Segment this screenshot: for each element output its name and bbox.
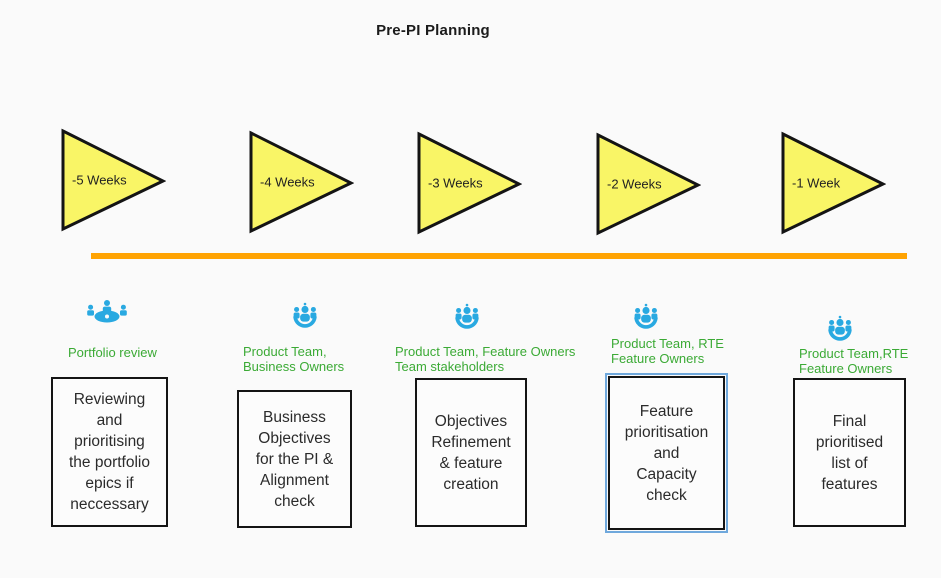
meeting-group-icon (453, 303, 481, 332)
week-label-2: -4 Weeks (260, 174, 315, 190)
week-label-1: -5 Weeks (72, 172, 127, 188)
attendees-label-3: Product Team, Feature Owners Team stakeh… (395, 344, 576, 374)
right-arrow-triangle-icon (596, 132, 702, 236)
activity-text-3: Objectives Refinement & feature creation (431, 412, 511, 493)
right-arrow-triangle-icon (249, 130, 355, 234)
activity-text-2: Business Objectives for the PI & Alignme… (255, 408, 334, 510)
milestone-arrow-3: -3 Weeks (416, 131, 523, 235)
page-title: Pre-PI Planning (376, 22, 490, 39)
activity-box-2: Business Objectives for the PI & Alignme… (237, 390, 352, 528)
activity-text-1: Reviewing and prioritising the portfolio… (69, 391, 150, 513)
attendees-label-5: Product Team,RTE Feature Owners (799, 346, 909, 376)
activity-box-1: Reviewing and prioritising the portfolio… (51, 377, 168, 527)
meeting-group-icon (632, 303, 660, 332)
milestone-arrow-1: -5 Weeks (60, 128, 167, 232)
timeline-line (91, 253, 907, 259)
week-label-3: -3 Weeks (428, 175, 483, 191)
activity-box-3: Objectives Refinement & feature creation (415, 378, 527, 527)
activity-box-4: Feature prioritisation and Capacity chec… (605, 373, 728, 533)
right-arrow-triangle-icon (61, 128, 167, 232)
attendees-label-4: Product Team, RTE Feature Owners (611, 336, 724, 366)
right-arrow-triangle-icon (417, 131, 523, 235)
activity-box-5: Final prioritised list of features (793, 378, 906, 527)
milestone-arrow-2: -4 Weeks (248, 130, 355, 234)
right-arrow-triangle-icon (781, 131, 887, 235)
meeting-group-icon (291, 302, 319, 331)
meeting-roundtable-icon (86, 299, 128, 325)
attendees-label-2: Product Team, Business Owners (243, 344, 345, 374)
attendees-label-1: Portfolio review (68, 345, 157, 360)
milestone-arrow-4: -2 Weeks (595, 132, 702, 236)
activity-text-4: Feature prioritisation and Capacity chec… (624, 402, 709, 504)
week-label-5: -1 Week (792, 175, 841, 191)
week-label-4: -2 Weeks (607, 176, 662, 192)
meeting-group-icon (826, 315, 854, 344)
activity-text-5: Final prioritised list of features (815, 412, 884, 493)
milestone-arrow-5: -1 Week (780, 131, 887, 235)
